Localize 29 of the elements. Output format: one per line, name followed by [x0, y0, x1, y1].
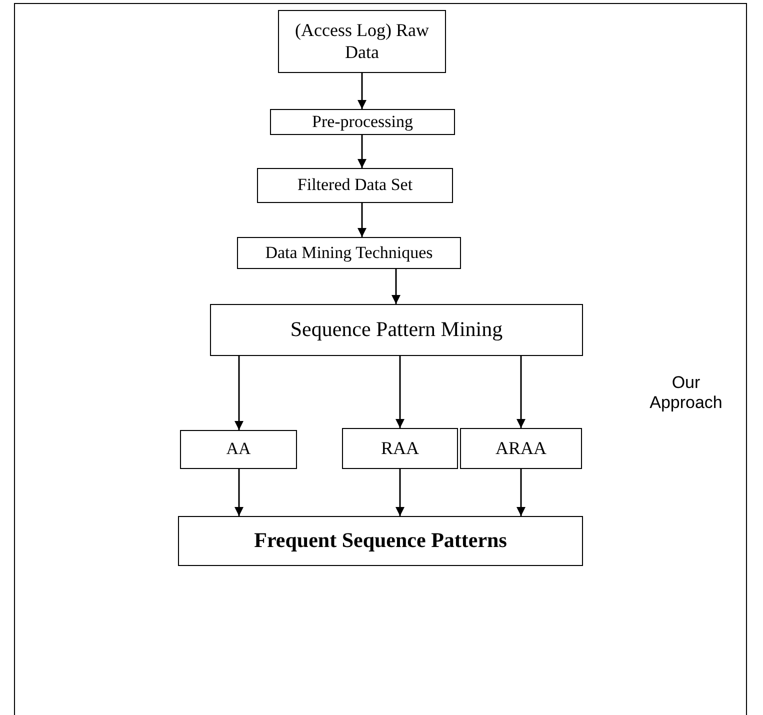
process-box	[237, 237, 461, 269]
arrow	[234, 469, 244, 516]
box-label: Pre-processing	[312, 112, 414, 132]
box-label: AA	[226, 439, 251, 460]
process-box	[278, 10, 446, 73]
annotation-text: Our Approach	[648, 373, 724, 412]
process-box	[210, 304, 583, 356]
arrow	[396, 356, 404, 428]
process-box	[257, 168, 453, 203]
process-box	[342, 428, 458, 469]
arrow	[358, 73, 366, 109]
arrow	[396, 469, 404, 516]
arrow	[358, 135, 366, 168]
box-label: Filtered Data Set	[297, 175, 413, 196]
box-label: ARAA	[495, 438, 546, 460]
box-label: Data Mining Techniques	[265, 242, 433, 264]
box-label: Frequent Sequence Patterns	[254, 528, 507, 554]
arrow	[358, 203, 366, 237]
box-label: Sequence Pattern Mining	[290, 317, 503, 343]
process-box	[270, 109, 455, 135]
process-box	[178, 516, 583, 566]
box-label: (Access Log) Raw Data	[294, 20, 430, 64]
box-label: RAA	[380, 438, 419, 460]
process-box	[460, 428, 582, 469]
arrow	[392, 269, 400, 304]
arrow	[516, 356, 526, 428]
arrow	[516, 469, 526, 516]
process-box	[180, 430, 297, 469]
arrow	[234, 356, 244, 430]
